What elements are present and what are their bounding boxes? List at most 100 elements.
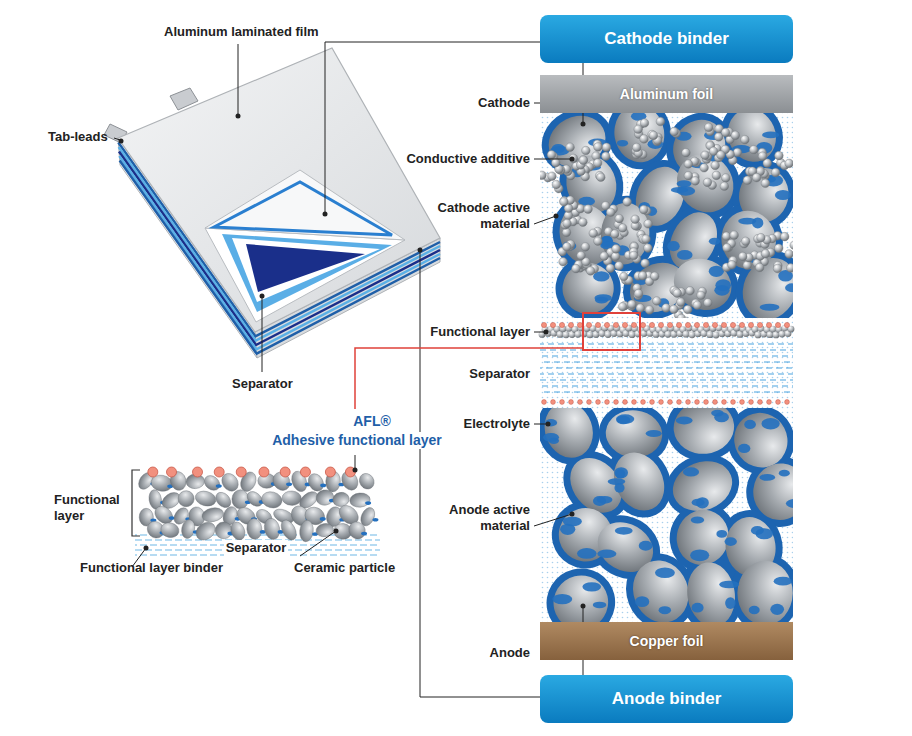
peel-window	[205, 228, 405, 322]
ceramic-particle	[605, 331, 612, 338]
leader-line	[420, 250, 540, 697]
binder-patch	[709, 266, 724, 277]
ceramic-particle	[228, 520, 247, 542]
binder-patch	[755, 528, 773, 539]
conductive-sphere	[615, 262, 624, 271]
conductive-sphere	[741, 135, 750, 144]
adhesive-dot	[649, 322, 654, 327]
adhesive-dot	[596, 400, 601, 405]
ceramic-particle	[779, 331, 786, 338]
adhesive-dot	[560, 400, 565, 405]
adhesive-dot	[740, 400, 745, 405]
conductive-sphere	[579, 155, 588, 164]
binder-patch	[711, 410, 724, 417]
adhesive-dot	[641, 400, 646, 405]
active-particle	[671, 408, 737, 457]
binder-patch	[677, 186, 696, 195]
binder-patch	[593, 602, 607, 609]
binder-patch	[760, 304, 780, 311]
conductive-sphere	[639, 205, 648, 214]
conductive-sphere	[703, 178, 712, 187]
part-label: Separator	[232, 376, 293, 392]
active-particle	[604, 444, 674, 519]
leader-line	[534, 514, 572, 526]
conductive-sphere	[623, 198, 632, 207]
part-label: Aluminum laminated film	[164, 24, 319, 40]
part-label: Anode	[490, 645, 530, 661]
conductive-sphere	[697, 291, 706, 300]
binder-patch	[552, 594, 572, 604]
adhesive-dot	[325, 467, 335, 477]
conductive-sphere	[650, 272, 659, 281]
conductive-sphere	[606, 264, 615, 273]
conductive-sphere	[773, 264, 782, 273]
conductive-sphere	[601, 152, 610, 161]
conductive-sphere	[638, 271, 647, 280]
binder-patch	[677, 180, 692, 187]
part-label: Anode active material	[422, 502, 530, 533]
ceramic-particle	[299, 520, 315, 543]
adhesive-dot	[668, 400, 673, 405]
conductive-sphere	[743, 176, 752, 185]
adhesive-dot	[785, 400, 790, 405]
conductive-sphere	[606, 208, 615, 217]
adhesive-dot	[541, 322, 546, 327]
adhesive-dot	[550, 322, 555, 327]
adhesive-dot	[766, 322, 771, 327]
binder-box: Anode binder	[540, 675, 793, 723]
binder-patch	[785, 283, 793, 292]
conductive-sphere	[563, 242, 572, 251]
binder-patch	[690, 549, 709, 561]
adhesive-dot	[767, 400, 772, 405]
adhesive-dot	[578, 400, 583, 405]
separator-illustration	[539, 322, 795, 404]
separator-line	[540, 367, 793, 368]
adhesive-dot	[587, 400, 592, 405]
ceramic-particle	[665, 331, 672, 338]
binder-patch	[749, 606, 760, 614]
adhesive-dot	[775, 322, 780, 327]
conductive-sphere	[721, 174, 730, 183]
conductive-sphere	[584, 205, 593, 214]
zoom-leader	[355, 348, 583, 409]
ceramic-particle	[315, 488, 335, 507]
conductive-sphere	[631, 215, 640, 224]
conductive-sphere	[656, 117, 665, 126]
conductive-sphere	[572, 264, 581, 273]
conductive-sphere	[704, 123, 713, 132]
cathode-illustration	[540, 113, 793, 318]
adhesive-dot	[685, 322, 690, 327]
adhesive-dot	[300, 467, 310, 477]
pouch-cell	[104, 48, 440, 358]
part-label: Functional layer	[54, 492, 130, 523]
leader-dot	[544, 330, 549, 335]
adhesive-dot	[658, 322, 663, 327]
ceramic-particle	[629, 331, 636, 338]
afl-inset	[135, 467, 380, 555]
binder-patch	[719, 581, 739, 588]
binder-patch	[615, 527, 633, 535]
peeled-film	[205, 170, 405, 240]
conductive-sphere	[618, 224, 627, 233]
ceramic-particle	[346, 519, 369, 542]
binder-patch	[779, 470, 790, 477]
conductive-sphere	[645, 306, 654, 315]
leader-dot	[554, 214, 559, 219]
leader-dots	[144, 122, 586, 609]
binder-patch	[635, 596, 649, 607]
binder-patch	[725, 537, 737, 546]
active-particle	[543, 565, 619, 622]
adhesive-dot	[623, 400, 628, 405]
adhesive-dot	[659, 400, 664, 405]
adhesive-dot	[757, 322, 762, 327]
conductive-sphere	[683, 305, 692, 314]
node-text: Anode binder	[612, 689, 722, 709]
binder-patch	[667, 241, 679, 251]
conductive-sphere	[700, 163, 709, 172]
binder-patch	[577, 548, 597, 559]
part-label: Functional layer binder	[80, 560, 223, 576]
separator-line	[540, 355, 793, 356]
ceramic-particle	[260, 490, 284, 510]
conductive-sphere	[548, 172, 557, 181]
binder-patch	[560, 524, 575, 535]
